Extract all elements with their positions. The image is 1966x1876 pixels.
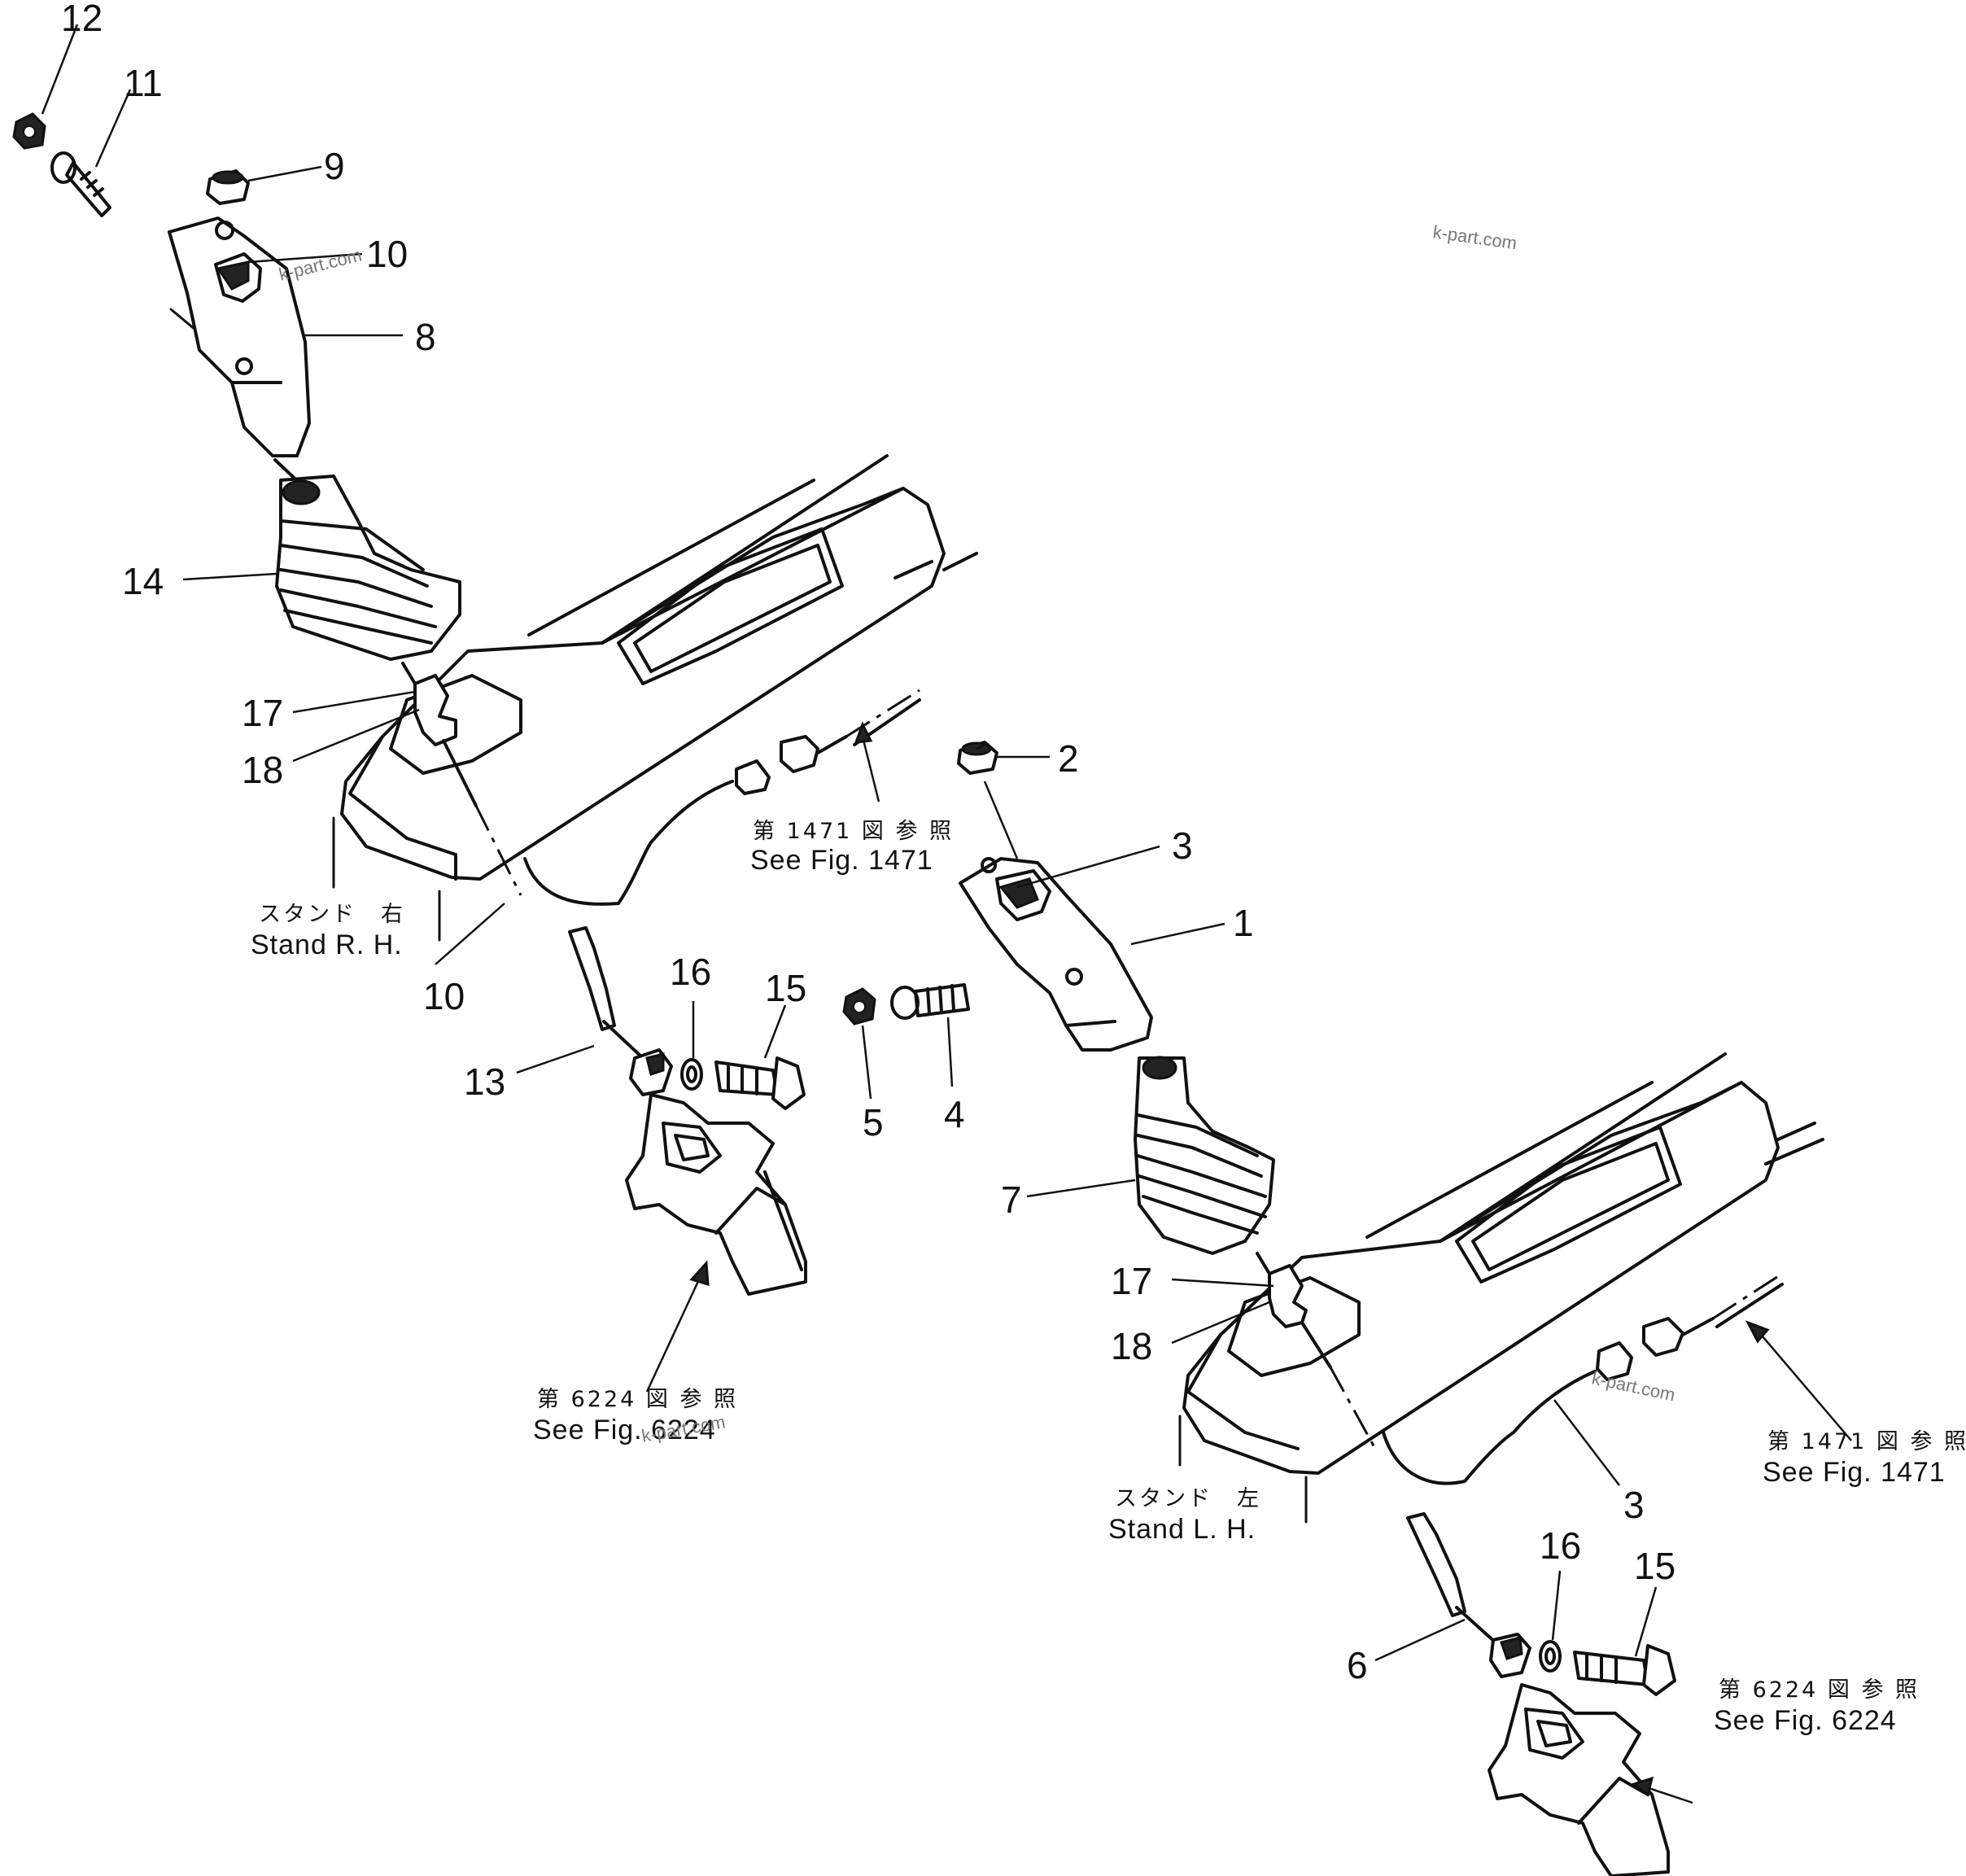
callout-numbers: 12 11 9 10 8 14 17 18 10 13 16 15 2 3 1 … <box>61 0 1675 1686</box>
callout-10-bottom: 10 <box>423 975 465 1017</box>
rod-lh-6 <box>1406 1512 1531 1678</box>
stand-lh-console <box>1178 1052 1824 1524</box>
watermark: k-part.com <box>277 244 364 284</box>
callout-14: 14 <box>122 560 164 602</box>
watermarks: k-part.com k-part.com k-part.com k-part.… <box>277 221 1677 1446</box>
note-ref1471-right-en: See Fig. 1471 <box>1763 1457 1946 1488</box>
bolt-11 <box>50 151 111 217</box>
callout-11: 11 <box>124 62 163 104</box>
callout-18-rh: 18 <box>242 749 283 791</box>
stand-rh-console <box>332 454 978 942</box>
leader-lines <box>41 24 1852 1804</box>
callout-12: 12 <box>61 0 103 39</box>
note-stand-lh-jp: スタンド 左 <box>1115 1486 1261 1511</box>
callout-18-lh: 18 <box>1111 1325 1152 1367</box>
callout-8: 8 <box>415 316 436 358</box>
note-ref1471-top-jp: 第 1471 図 参 照 <box>753 819 954 844</box>
bolt-lh-15 <box>1573 1644 1676 1696</box>
watermark: k-part.com <box>1431 221 1518 253</box>
note-ref6224-mid-en: See Fig. 6224 <box>533 1415 716 1445</box>
note-ref6224-mid-jp: 第 6224 図 参 照 <box>537 1387 738 1412</box>
boot-rh-14 <box>275 474 461 661</box>
note-ref1471-top-en: See Fig. 1471 <box>750 845 933 876</box>
bolt-4 <box>890 983 970 1020</box>
callout-6: 6 <box>1347 1644 1368 1686</box>
callout-16-lh: 16 <box>1540 1524 1581 1567</box>
joint-rh-17-18 <box>401 662 522 896</box>
callout-3-top: 3 <box>1172 824 1193 867</box>
rod-rh-13 <box>568 926 673 1096</box>
joint-lh-17-18 <box>1256 1252 1377 1450</box>
nut-5 <box>842 987 876 1025</box>
callout-16-rh: 16 <box>670 951 711 993</box>
cap-9 <box>206 169 250 205</box>
bolt-rh-15 <box>714 1056 806 1110</box>
note-stand-rh-en: Stand R. H. <box>251 929 403 960</box>
valve-body-lh <box>1488 1683 1670 1876</box>
callout-5: 5 <box>863 1101 884 1144</box>
callout-10-top: 10 <box>366 233 408 275</box>
callout-7: 7 <box>1001 1179 1022 1221</box>
reference-notes: 第 1471 図 参 照 See Fig. 1471 スタンド 右 Stand … <box>251 819 1966 1736</box>
callout-15-lh: 15 <box>1634 1545 1675 1587</box>
callout-2: 2 <box>1058 737 1079 780</box>
note-stand-rh-jp: スタンド 右 <box>259 902 405 927</box>
watermark: k-part.com <box>1590 1367 1677 1405</box>
lever-grip-rh-8 <box>168 216 311 490</box>
note-ref6224-right-en: See Fig. 6224 <box>1714 1705 1897 1736</box>
washer-rh-16 <box>680 1058 703 1091</box>
callout-17-rh: 17 <box>242 692 283 734</box>
valve-body-rh <box>625 1093 807 1296</box>
callout-17-lh: 17 <box>1111 1260 1152 1302</box>
callout-9: 9 <box>324 145 345 187</box>
cap-2 <box>957 741 998 775</box>
lever-grip-lh-1 <box>959 857 1153 1052</box>
washer-lh-16 <box>1539 1640 1562 1673</box>
cable-lh-3 <box>1382 1272 1784 1485</box>
note-stand-lh-en: Stand L. H. <box>1108 1514 1256 1545</box>
nut-12 <box>12 112 46 150</box>
callout-1: 1 <box>1233 902 1254 944</box>
callout-15-rh: 15 <box>765 967 806 1009</box>
callout-3-bottom: 3 <box>1623 1484 1645 1526</box>
note-ref1471-right-jp: 第 1471 図 参 照 <box>1767 1429 1966 1454</box>
callout-13: 13 <box>464 1060 505 1103</box>
note-ref6224-right-jp: 第 6224 図 参 照 <box>1719 1677 1920 1703</box>
callout-4: 4 <box>944 1093 965 1135</box>
boot-lh-7 <box>1134 1056 1275 1255</box>
